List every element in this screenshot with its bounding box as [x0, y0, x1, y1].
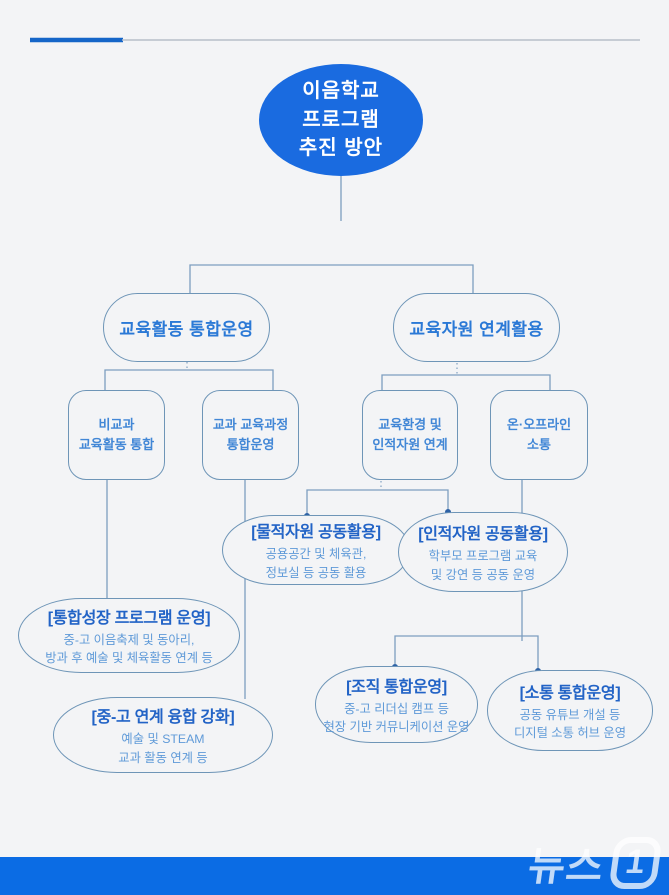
level2-box-curricular: 교과 교육과정 통합운영 — [202, 390, 299, 480]
detail-card-human-resources: [인적자원 공동활용] 학부모 프로그램 교육 및 강연 등 공동 운영 — [398, 512, 568, 592]
detail-card-communication-hub: [소통 통합운영] 공동 유튜브 개설 등 디지털 소통 허브 운영 — [487, 670, 653, 751]
root-title-line: 프로그램 — [302, 108, 380, 131]
root-node: 이음학교 프로그램 추진 방안 — [259, 64, 423, 176]
card-line: 학부모 프로그램 교육 — [428, 549, 538, 564]
card-line: 공동 유튜브 개설 등 — [519, 707, 621, 722]
branch-label: 교육활동 통합운영 — [119, 320, 254, 339]
card-line: 중-고 이음축제 및 동아리, — [63, 632, 195, 647]
news1-watermark: 뉴스 1 — [525, 834, 663, 892]
card-line: 중-고 리더십 캠프 등 — [344, 701, 449, 716]
card-title: [소통 통합운영] — [519, 684, 621, 702]
card-line: 및 강연 등 공동 운영 — [430, 567, 536, 582]
card-line: 현장 기반 커뮤니케이션 운영 — [323, 720, 470, 734]
level2-box-noncurricular: 비교과 교육활동 통합 — [68, 390, 165, 480]
card-title: [물적자원 공동활용] — [251, 524, 381, 542]
card-title: [조직 통합운영] — [346, 678, 447, 696]
detail-card-physical-resources: [물적자원 공동활용] 공용공간 및 체육관, 정보실 등 공동 활용 — [222, 515, 410, 585]
card-line: 공용공간 및 체육관, — [265, 547, 367, 562]
detail-card-middle-high-fusion: [중-고 연계 융합 강화] 예술 및 STEAM 교과 활동 연계 등 — [53, 697, 273, 773]
level2-box-communication: 온·오프라인 소통 — [490, 390, 588, 480]
card-line: 디지털 소통 허브 운영 — [513, 726, 627, 740]
card-title: [중-고 연계 융합 강화] — [91, 709, 235, 727]
detail-card-integrated-growth: [통합성장 프로그램 운영] 중-고 이음축제 및 동아리, 방과 후 예술 및… — [18, 598, 240, 673]
news1-number: 1 — [608, 837, 663, 889]
card-title: [통합성장 프로그램 운영] — [47, 609, 211, 627]
card-line: 예술 및 STEAM — [121, 732, 205, 747]
card-line: 방과 후 예술 및 체육활동 연계 등 — [45, 651, 213, 665]
detail-card-organization: [조직 통합운영] 중-고 리더십 캠프 등 현장 기반 커뮤니케이션 운영 — [315, 666, 478, 743]
root-title-line: 이음학교 — [302, 80, 380, 103]
card-line: 정보실 등 공동 활용 — [265, 565, 367, 580]
branch-node-integrated-operation: 교육활동 통합운영 — [103, 293, 270, 362]
branch-label: 교육자원 연계활용 — [409, 320, 544, 339]
news1-text: 뉴스 — [525, 845, 608, 889]
card-line: 교과 활동 연계 등 — [118, 750, 208, 765]
card-title: [인적자원 공동활용] — [418, 526, 548, 544]
bottom-bar — [0, 857, 669, 895]
branch-node-resource-linkage: 교육자원 연계활용 — [393, 293, 560, 362]
root-title-line: 추진 방안 — [298, 137, 384, 160]
level2-box-environment: 교육환경 및 인적자원 연계 — [362, 390, 458, 480]
